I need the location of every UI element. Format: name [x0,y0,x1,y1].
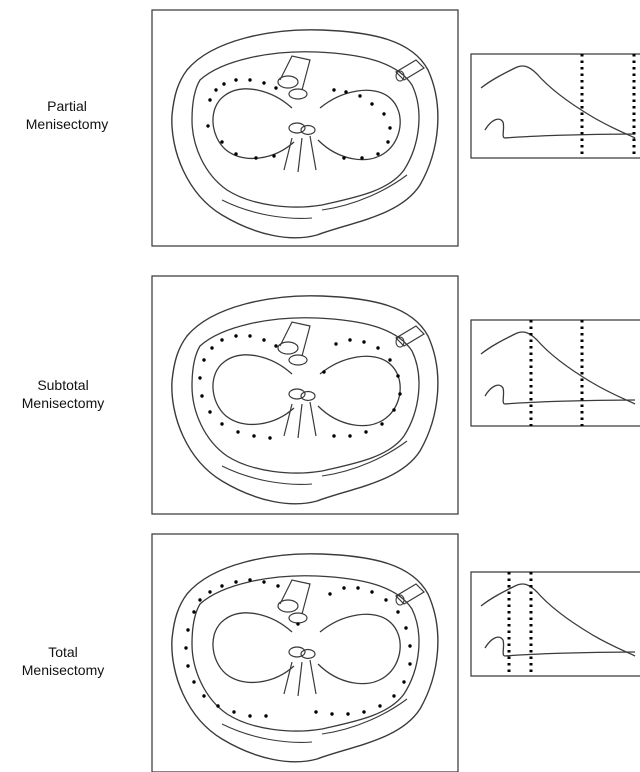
waveform-panel-partial [471,54,640,158]
waveform-panel-subtotal [471,320,640,426]
waveform-panel-total [471,572,640,676]
